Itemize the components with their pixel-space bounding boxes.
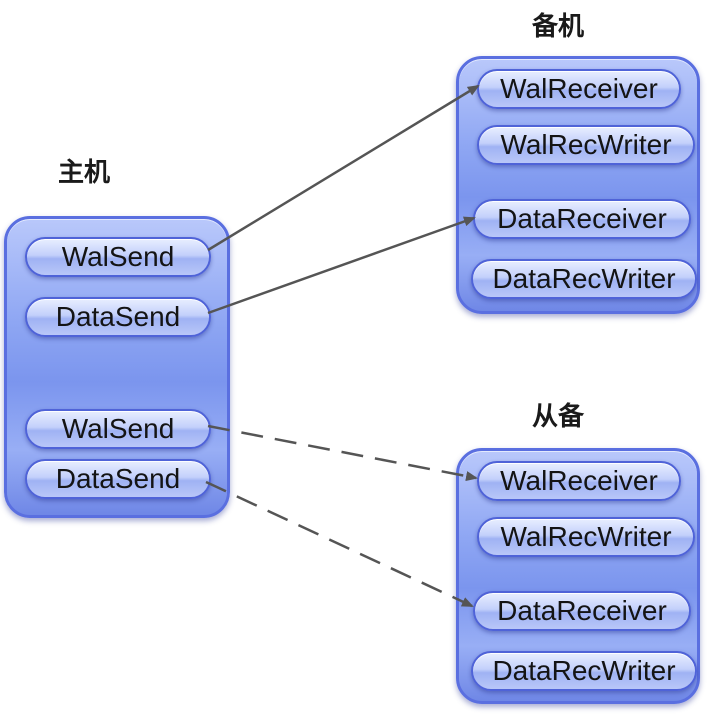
standby-datareceiver: DataReceiver — [473, 199, 691, 239]
arrow-datasend-to-standby-datareceiver — [207, 216, 476, 315]
standby-walreceiver: WalReceiver — [477, 69, 681, 109]
standby-datarecwriter: DataRecWriter — [471, 259, 697, 299]
secondary-datareceiver: DataReceiver — [473, 591, 691, 631]
primary-node: WalSend DataSend WalSend DataSend — [4, 216, 230, 518]
standby-node: WalReceiver WalRecWriter DataReceiver Da… — [456, 56, 700, 314]
primary-datasend-2: DataSend — [25, 459, 211, 499]
arrow-walsend-to-standby-walreceiver — [207, 84, 480, 252]
primary-title: 主机 — [58, 158, 111, 188]
primary-walsend-2: WalSend — [25, 409, 211, 449]
primary-walsend-1: WalSend — [25, 237, 211, 277]
secondary-walreceiver: WalReceiver — [477, 461, 681, 501]
arrow-walsend-to-secondary-walreceiver — [207, 424, 478, 482]
standby-title: 备机 — [532, 12, 585, 42]
primary-datasend-1: DataSend — [25, 297, 211, 337]
secondary-node: WalReceiver WalRecWriter DataReceiver Da… — [456, 448, 700, 704]
standby-walrecwriter: WalRecWriter — [477, 125, 695, 165]
arrow-datasend-to-secondary-datareceiver — [205, 480, 474, 608]
secondary-datarecwriter: DataRecWriter — [471, 651, 697, 691]
secondary-walrecwriter: WalRecWriter — [477, 517, 695, 557]
secondary-title: 从备 — [532, 402, 585, 432]
